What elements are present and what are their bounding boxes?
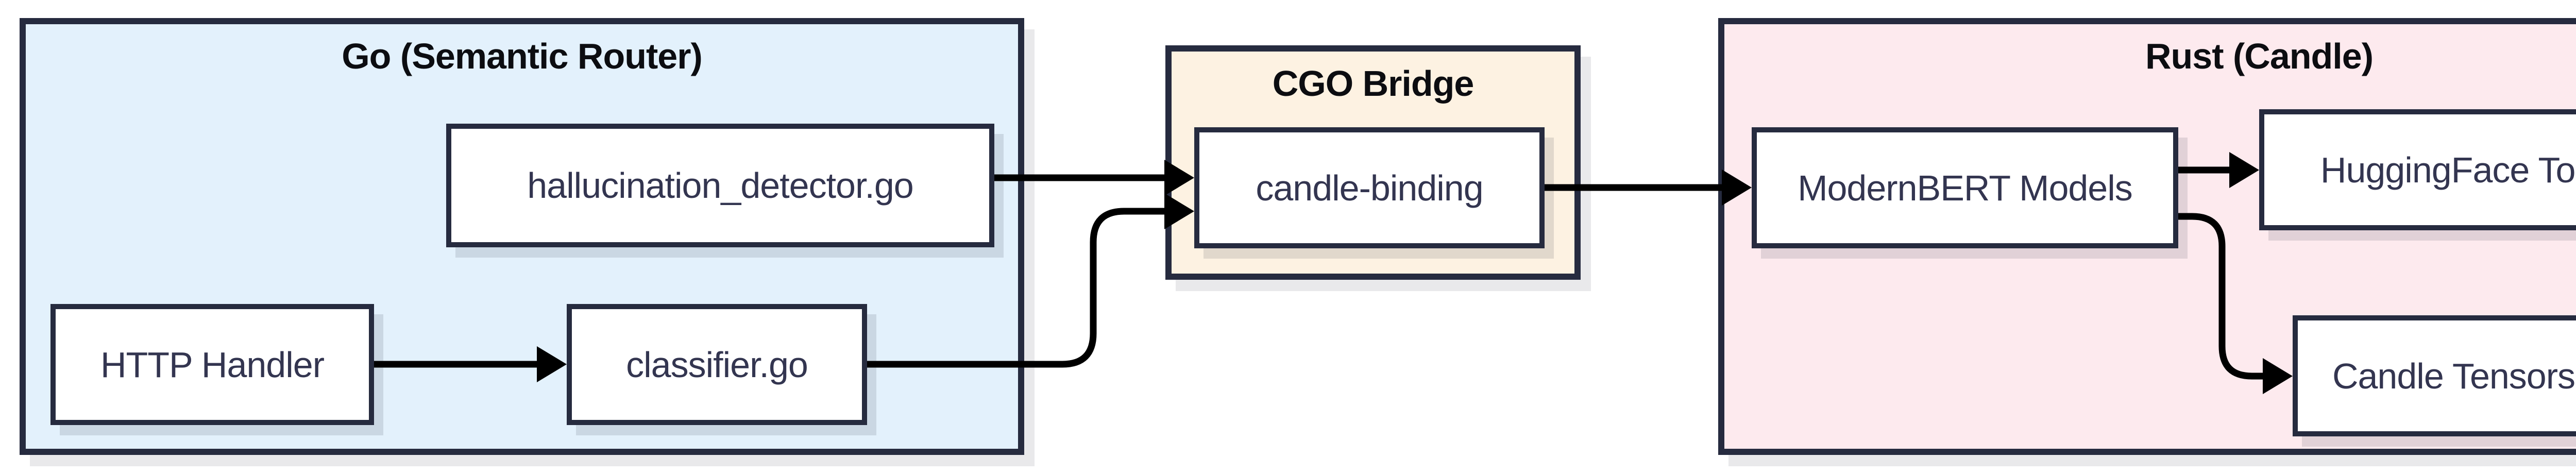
node-candle-tensors: Candle Tensors	[2293, 315, 2576, 436]
container-cgo-title: CGO Bridge	[1272, 63, 1475, 104]
node-modernbert-models: ModernBERT Models	[1752, 127, 2178, 248]
node-candle-binding-label: candle-binding	[1256, 167, 1483, 208]
edge-hallucination-detector-to-candle-binding	[994, 160, 1194, 196]
node-candle-binding: candle-binding	[1194, 127, 1545, 248]
node-hallucination-detector-label: hallucination_detector.go	[527, 165, 913, 206]
container-rust-title: Rust (Candle)	[2145, 36, 2374, 76]
node-modernbert-models-label: ModernBERT Models	[1798, 167, 2133, 208]
node-classifier-go: classifier.go	[567, 304, 867, 425]
node-hallucination-detector: hallucination_detector.go	[446, 124, 994, 247]
node-candle-tensors-label: Candle Tensors	[2332, 356, 2575, 396]
container-go-title: Go (Semantic Router)	[342, 36, 703, 76]
node-http-handler: HTTP Handler	[50, 304, 374, 425]
node-huggingface-tokenizers-label: HuggingFace Tokenizers	[2320, 149, 2576, 190]
node-huggingface-tokenizers: HuggingFace Tokenizers	[2259, 109, 2576, 230]
node-http-handler-label: HTTP Handler	[100, 344, 325, 385]
node-classifier-go-label: classifier.go	[626, 344, 808, 385]
